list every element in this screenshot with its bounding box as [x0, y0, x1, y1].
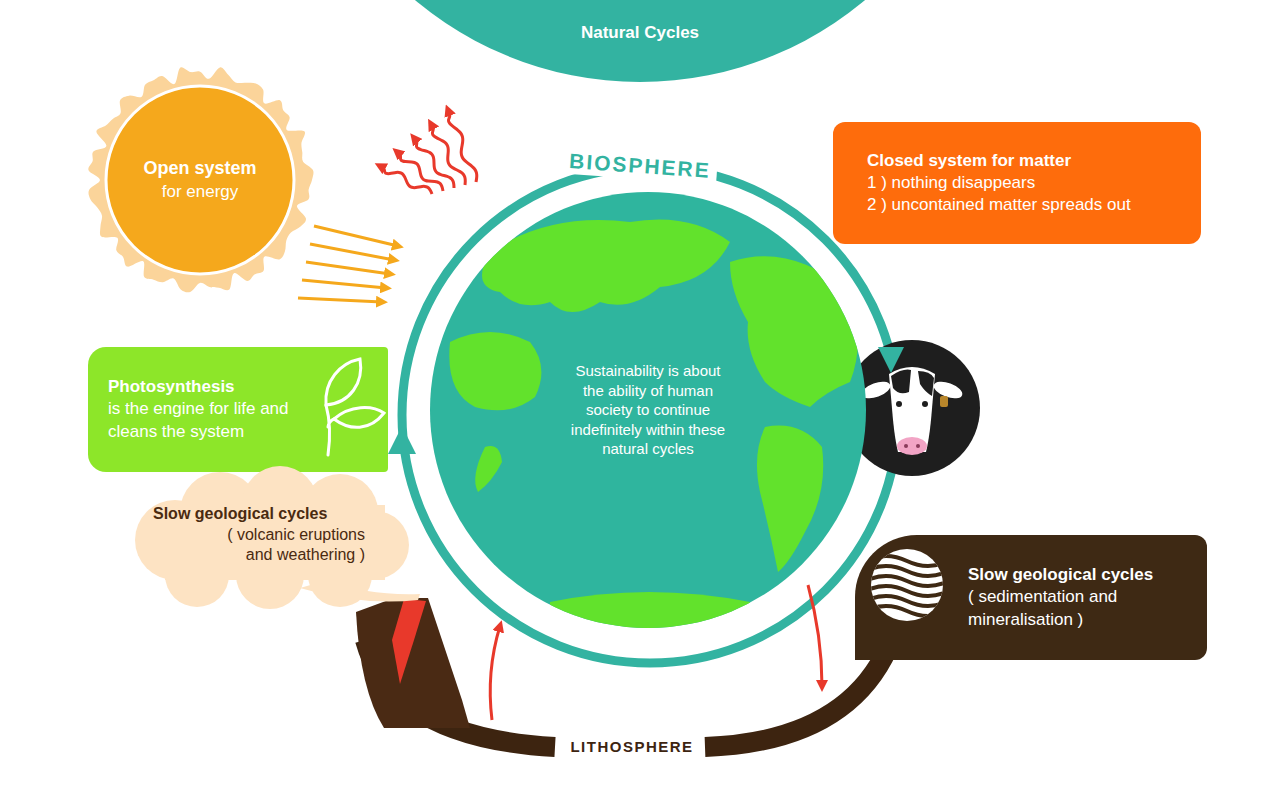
continent	[550, 592, 750, 632]
leaf-stem	[326, 405, 334, 455]
cloud	[135, 466, 409, 609]
cow-patch	[891, 370, 911, 394]
stratum	[865, 576, 949, 586]
continents	[449, 220, 858, 633]
continent	[475, 446, 502, 492]
box-text: ( sedimentation and mineralisation )	[968, 586, 1193, 630]
text-group: Open systemfor energy	[115, 157, 285, 202]
continent	[449, 332, 541, 410]
sunlight-arrow	[306, 262, 390, 274]
text-group: Sustainability is about the ability of h…	[570, 361, 726, 459]
biosphere-ring	[402, 167, 898, 663]
text-group: Closed system for matter1 ) nothing disa…	[867, 150, 1187, 216]
info-box: Closed system for matter1 ) nothing disa…	[833, 122, 1201, 244]
box-heading: Photosynthesis	[108, 376, 298, 398]
stratum	[865, 586, 949, 596]
continent	[757, 426, 823, 572]
cloud-shape: Slow geological cycles( volcanic eruptio…	[135, 470, 405, 600]
cow-nostril	[916, 444, 920, 448]
stratum	[865, 566, 949, 576]
stratum	[865, 596, 949, 606]
heat-arrow	[448, 110, 477, 182]
cow-eye	[922, 401, 928, 407]
ring-arrowhead	[878, 347, 904, 373]
red-arrow	[490, 626, 500, 720]
lithosphere-band	[705, 648, 888, 747]
strata-icon	[865, 556, 949, 616]
box-text: for energy	[115, 181, 285, 203]
cow-eye	[896, 401, 902, 407]
volcano	[356, 598, 470, 728]
box-text: 1 ) nothing disappears	[867, 172, 1187, 194]
text-group: Slow geological cycles( sedimentation an…	[968, 564, 1193, 630]
region-label: LITHOSPHERE	[564, 737, 699, 757]
sun-disc	[106, 86, 294, 274]
box-heading: Open system	[115, 157, 285, 180]
sun-circle: Open systemfor energy	[85, 65, 315, 295]
sunlight-arrow	[302, 280, 386, 288]
globe-ocean	[430, 192, 866, 628]
info-box: Slow geological cycles( sedimentation an…	[855, 535, 1207, 660]
lava	[392, 599, 426, 684]
continent	[730, 256, 858, 407]
text-group: Slow geological cycles( volcanic eruptio…	[153, 504, 383, 566]
sun-glow	[88, 67, 313, 292]
box-heading: Slow geological cycles	[153, 504, 383, 525]
leaf	[334, 408, 384, 428]
cow-nose	[897, 437, 927, 455]
ring-arrowhead	[388, 426, 416, 454]
cow-patch	[918, 371, 934, 396]
text-group: Photosynthesisis the engine for life and…	[108, 376, 298, 442]
node-shape	[85, 65, 315, 295]
box-heading: Slow geological cycles	[968, 564, 1193, 586]
sunlight-arrow	[314, 226, 398, 246]
stratum	[865, 556, 949, 566]
globe-circle: Sustainability is about the ability of h…	[430, 192, 866, 628]
cow-tag	[940, 396, 948, 407]
box-heading: Closed system for matter	[867, 150, 1187, 172]
box-text: 2 ) uncontained matter spreads out	[867, 194, 1187, 216]
box-text: is the engine for life and cleans the sy…	[108, 398, 298, 442]
info-box: Photosynthesisis the engine for life and…	[88, 347, 388, 472]
leaf-icon	[326, 359, 384, 455]
sunlight-arrow	[298, 298, 382, 302]
cow-nostril	[904, 444, 908, 448]
leaf	[326, 359, 361, 405]
sunlight-arrow	[310, 244, 394, 260]
title-band	[290, 0, 990, 82]
box-text: Sustainability is about the ability of h…	[570, 361, 726, 459]
title: Natural Cycles	[440, 22, 840, 44]
box-text: ( volcanic eruptions and weathering )	[197, 525, 365, 567]
red-arrow	[808, 585, 822, 686]
stratum	[865, 606, 949, 616]
continent	[482, 220, 730, 313]
